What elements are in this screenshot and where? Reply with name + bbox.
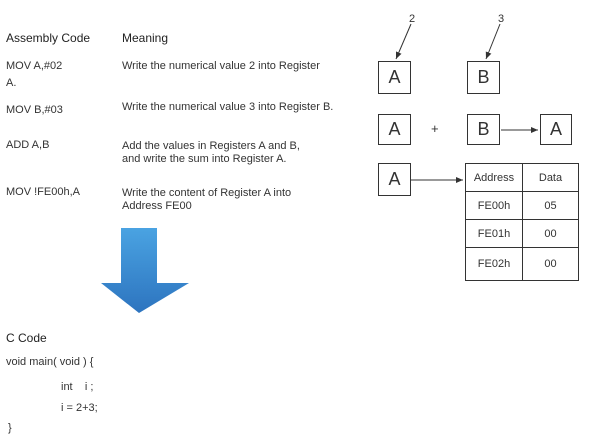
- register-a-box-3: A: [378, 163, 411, 196]
- assembly-code-header: Assembly Code: [6, 31, 91, 45]
- meaning-line-3: Add the values in Registers A and B,: [122, 140, 300, 152]
- register-b-box-2: B: [467, 114, 500, 145]
- assembly-line-4: MOV !FE00h,A: [6, 186, 80, 198]
- table-header-address: Address: [465, 163, 523, 192]
- assembly-line-1: MOV A,#02: [6, 60, 63, 72]
- diagram-label-3: 3: [498, 13, 505, 25]
- register-a-box-2: A: [378, 114, 411, 145]
- register-a-result-box: A: [540, 114, 572, 145]
- table-cell-data: 05: [522, 191, 579, 220]
- table-cell-data: 00: [522, 219, 579, 248]
- table-cell-address: FE02h: [465, 247, 523, 281]
- table-cell-address: FE00h: [465, 191, 523, 220]
- meaning-line-4: Write the content of Register A into: [122, 187, 292, 199]
- meaning-line-1: Write the numerical value 2 into Registe…: [122, 60, 320, 72]
- meaning-line-2: Write the numerical value 3 into Registe…: [122, 101, 334, 113]
- table-cell-data: 00: [522, 247, 579, 281]
- diagram-label-2: 2: [409, 13, 416, 25]
- assembly-line-2: MOV B,#03: [6, 104, 63, 116]
- register-a-box-1: A: [378, 61, 411, 94]
- pointer-line-3: [485, 23, 501, 60]
- plus-sign: +: [431, 121, 439, 136]
- meaning-header: Meaning: [122, 31, 169, 45]
- c-code-line-3: i = 2+3;: [61, 402, 98, 414]
- table-cell-address: FE01h: [465, 219, 523, 248]
- assembly-line-3: ADD A,B: [6, 139, 50, 151]
- c-code-header: C Code: [6, 331, 47, 345]
- table-header-data: Data: [522, 163, 579, 192]
- c-code-line-4: }: [8, 422, 12, 434]
- meaning-line-4b: Address FE00: [122, 200, 192, 212]
- register-b-box-1: B: [467, 61, 500, 94]
- assembly-line-1-cont: A.: [6, 77, 17, 89]
- pointer-line-2: [395, 23, 412, 60]
- meaning-line-3b: and write the sum into Register A.: [122, 153, 287, 165]
- c-code-line-2: int i ;: [61, 381, 94, 393]
- c-code-line-1: void main( void ) {: [6, 356, 94, 368]
- down-arrow-icon: [101, 228, 189, 313]
